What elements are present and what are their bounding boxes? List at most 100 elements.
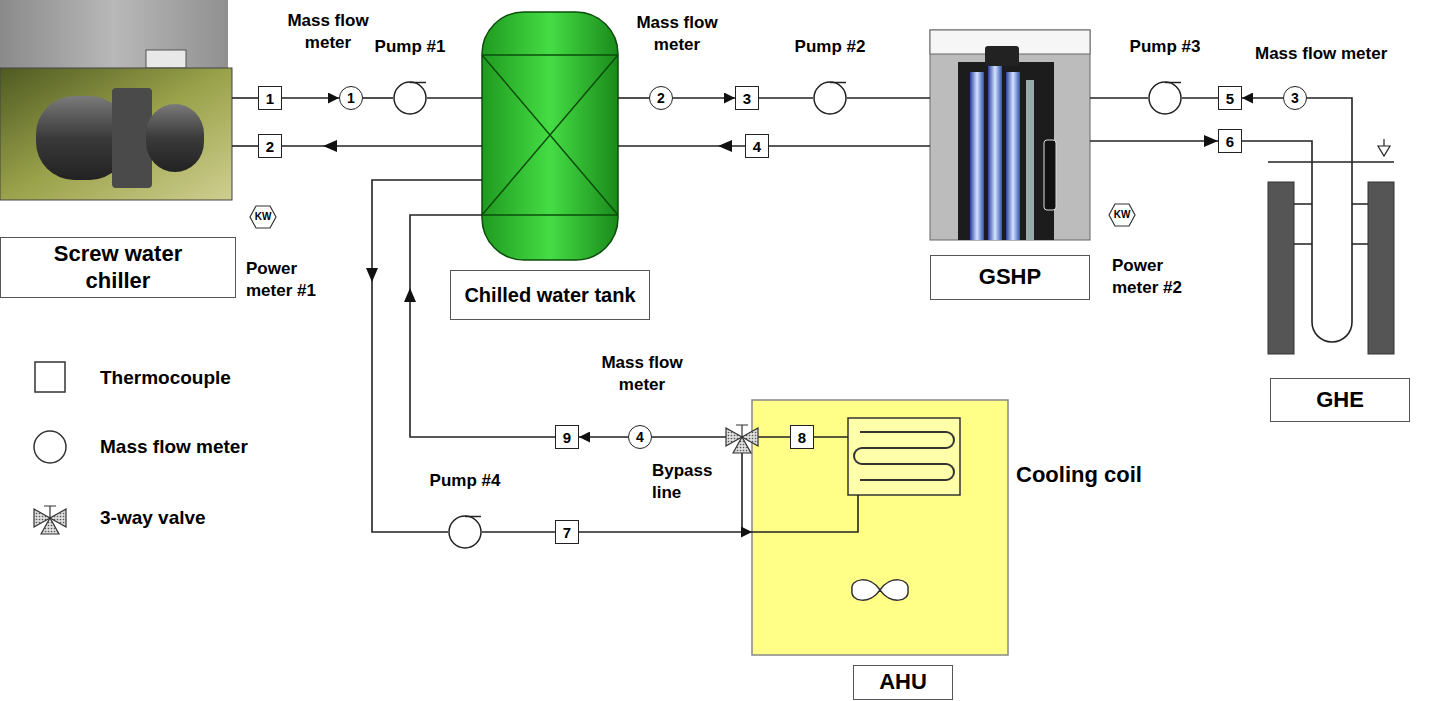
water-pipe <box>769 145 930 147</box>
thermocouple-number: 8 <box>798 430 806 445</box>
legend-sample <box>34 506 66 534</box>
thermocouple-box: 3 <box>735 86 759 110</box>
equipment-name: GSHP <box>979 264 1041 290</box>
thermocouple-number: 9 <box>563 430 571 445</box>
thermocouple-box: 2 <box>258 134 282 158</box>
equipment-name: AHU <box>879 669 927 695</box>
flow-arrow <box>1204 135 1218 147</box>
legend-sample <box>41 518 59 534</box>
gshp-picture <box>1044 140 1056 210</box>
gshp-picture <box>958 62 1054 240</box>
thermocouple-box: 8 <box>790 425 814 449</box>
flow-meter-circle: 2 <box>649 86 673 110</box>
power-unit: KW <box>1114 210 1131 220</box>
hexagon-outline <box>1109 204 1135 226</box>
instrument-label: Power meter #2 <box>1112 255 1204 299</box>
label-holder: Mass flow meter <box>627 12 727 56</box>
heading-holder: Pump #4 <box>430 471 501 491</box>
thermocouple-number: 1 <box>266 91 274 106</box>
flow-meter-circle: 4 <box>628 425 652 449</box>
flow-arrow <box>366 268 378 282</box>
pump-outline <box>393 81 427 115</box>
pipe-connector <box>673 97 735 99</box>
air-handling-unit: 8Cooling coil <box>752 400 1008 655</box>
heading-holder: Pump #2 <box>795 37 866 57</box>
legend-sample <box>35 362 65 392</box>
equipment-label-box: GSHP <box>930 255 1090 300</box>
legend-text: Thermocouple <box>100 366 231 390</box>
pump-outline <box>1149 82 1181 114</box>
label-holder: Power meter #1 <box>246 258 338 302</box>
instrument-label: Mass flow meter <box>278 10 378 54</box>
pipe-connector <box>1182 97 1218 99</box>
thermocouple-number: 5 <box>1226 91 1234 106</box>
screw-chiller-picture <box>146 50 186 68</box>
water-pipe <box>847 97 930 99</box>
heading-holder: Cooling coil <box>1016 462 1142 488</box>
thermocouple-box: 5 <box>1218 86 1242 110</box>
gshp-picture <box>985 46 1019 66</box>
screw-chiller-picture <box>0 0 228 70</box>
legend-entry: Mass flow meter <box>100 435 248 459</box>
pipe-connector <box>579 436 628 438</box>
instrument-label: Mass flow meter <box>627 12 727 56</box>
pump-label: Pump #4 <box>430 471 501 490</box>
flow-meter-number: 1 <box>347 91 355 105</box>
label-holder: Mass flow meter <box>592 352 692 396</box>
pump-outline <box>449 516 481 548</box>
hexagon-outline <box>250 206 276 228</box>
equipment-label-box: GHE <box>1270 378 1410 422</box>
thermocouple-number: 6 <box>1226 134 1234 149</box>
ground-heat-exchanger <box>1378 139 1390 156</box>
pipe-connector <box>482 531 555 533</box>
pump-outline <box>448 515 482 549</box>
water-pipe <box>1242 98 1352 342</box>
water-pipe <box>232 145 258 147</box>
equipment-label-box: Chilled water tank <box>450 270 650 320</box>
three-way-valve <box>733 437 751 453</box>
pipe-connector <box>759 97 813 99</box>
flow-arrow <box>718 140 732 152</box>
thermocouple-number: 7 <box>563 525 571 540</box>
label-holder: Mass flow meter <box>278 10 378 54</box>
pipe-connector <box>1242 97 1283 99</box>
equipment-name: Chilled water tank <box>464 283 635 307</box>
power-meter-symbol: KW <box>1108 203 1136 227</box>
ground-heat-exchanger <box>1368 182 1394 354</box>
water-pipe <box>410 215 555 437</box>
thermocouple-box: 4 <box>745 134 769 158</box>
gshp-picture <box>1006 72 1020 240</box>
water-pipe <box>1090 97 1148 99</box>
ahu-casing <box>854 432 954 480</box>
thermocouple-box: 9 <box>555 425 579 449</box>
instrument-label: Mass flow meter <box>592 352 692 396</box>
power-unit: KW <box>255 212 272 222</box>
flow-meter-circle: 3 <box>1283 86 1307 110</box>
water-pipe <box>282 145 482 147</box>
water-pipe <box>752 495 858 532</box>
legend-entry: Thermocouple <box>100 366 231 390</box>
pump-outline <box>814 82 846 114</box>
thermocouple-number: 4 <box>753 139 761 154</box>
tank-picture <box>482 12 618 260</box>
legend-sample <box>34 431 66 463</box>
pump-outline <box>394 82 426 114</box>
flow-meter-number: 3 <box>1291 91 1299 105</box>
pump-outlet <box>830 82 846 84</box>
ahu-casing <box>848 418 960 495</box>
equipment-name: GHE <box>1316 387 1364 413</box>
pipe-connector <box>579 531 752 533</box>
screw-chiller-picture <box>0 68 232 200</box>
instrument-label: Power meter #1 <box>246 258 338 302</box>
flow-meter-circle: 1 <box>339 86 363 110</box>
flow-arrow <box>404 288 416 302</box>
flow-meter-number: 2 <box>657 91 665 105</box>
pump-label: Pump #2 <box>795 37 866 56</box>
screw-chiller-picture <box>146 104 204 172</box>
thermocouple-number: 2 <box>266 139 274 154</box>
legend-text: Mass flow meter <box>100 435 248 459</box>
pump-symbol: Pump #1 <box>393 81 427 115</box>
ahu-casing <box>852 580 908 600</box>
pipe-connector <box>363 97 393 99</box>
